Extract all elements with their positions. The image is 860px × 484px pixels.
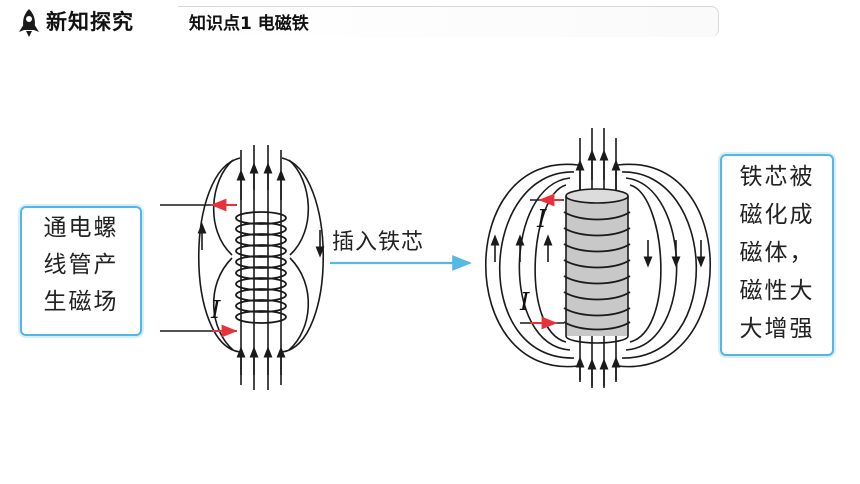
left-caption-box: 通电螺 线管产 生磁场 — [20, 206, 142, 336]
right-caption-line-3: 磁体， — [739, 240, 815, 266]
right-coil — [563, 211, 631, 331]
left-caption-line-1: 通电螺 — [43, 215, 119, 241]
iron-core — [565, 188, 629, 344]
right-caption-line-5: 大增强 — [739, 316, 815, 342]
left-caption-line-2: 线管产 — [43, 252, 119, 278]
right-field-lines — [484, 128, 712, 388]
section-title: 新知探究 — [46, 10, 134, 34]
left-coil — [235, 211, 287, 324]
right-caption-box: 铁芯被 磁化成 磁体， 磁性大 大增强 — [720, 154, 834, 356]
right-caption-line-4: 磁性大 — [739, 278, 815, 304]
topic-bar — [178, 6, 719, 37]
current-label-right-top: I — [537, 205, 547, 233]
insert-core-label: 插入铁芯 — [332, 230, 425, 255]
current-label-left: I — [211, 296, 221, 324]
current-label-right-bottom: I — [520, 288, 530, 316]
right-caption-line-2: 磁化成 — [739, 202, 815, 228]
header-bar: 新知探究 知识点1 电磁铁 — [0, 0, 860, 44]
right-caption-line-1: 铁芯被 — [739, 164, 815, 190]
topic-label: 知识点1 电磁铁 — [189, 14, 309, 34]
right-electromagnet — [484, 128, 712, 388]
rocket-icon — [19, 9, 39, 37]
left-solenoid — [160, 145, 325, 390]
left-caption-line-3: 生磁场 — [43, 289, 119, 315]
